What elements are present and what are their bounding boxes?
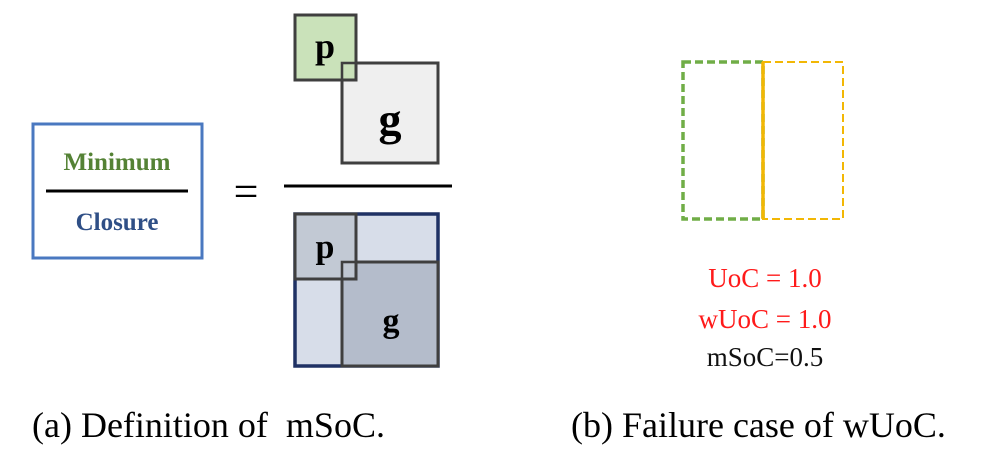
top-p-box xyxy=(293,13,358,82)
top-p-label: p xyxy=(315,26,335,66)
denominator-boxes: p g xyxy=(293,212,440,368)
numerator-boxes: p g xyxy=(293,13,440,165)
bottom-g-label: g xyxy=(383,303,400,340)
top-g-box xyxy=(340,61,440,165)
formula-box: Minimum Closure xyxy=(31,122,204,260)
gold-dashed-box xyxy=(762,61,844,220)
formula-numerator: Minimum xyxy=(64,149,171,176)
equals-sign: = xyxy=(234,167,259,216)
formula-denominator: Closure xyxy=(76,209,159,236)
bottom-g-box xyxy=(340,260,440,368)
bottom-overlap-outline xyxy=(340,260,358,281)
caption-a: (a) Definition of mSoC. xyxy=(32,405,385,445)
msoc-metric: mSoC=0.5 xyxy=(707,342,824,372)
wuoc-metric: wUoC = 1.0 xyxy=(699,304,832,334)
top-overlap-outline xyxy=(340,61,358,82)
bottom-p-label: p xyxy=(316,229,335,266)
uoc-metric: UoC = 1.0 xyxy=(708,263,821,293)
green-dashed-box xyxy=(681,60,765,221)
top-g-label: g xyxy=(379,94,402,145)
failure-case-boxes xyxy=(681,60,844,221)
bottom-p-box xyxy=(293,212,358,281)
caption-b: (b) Failure case of wUoC. xyxy=(571,405,946,445)
